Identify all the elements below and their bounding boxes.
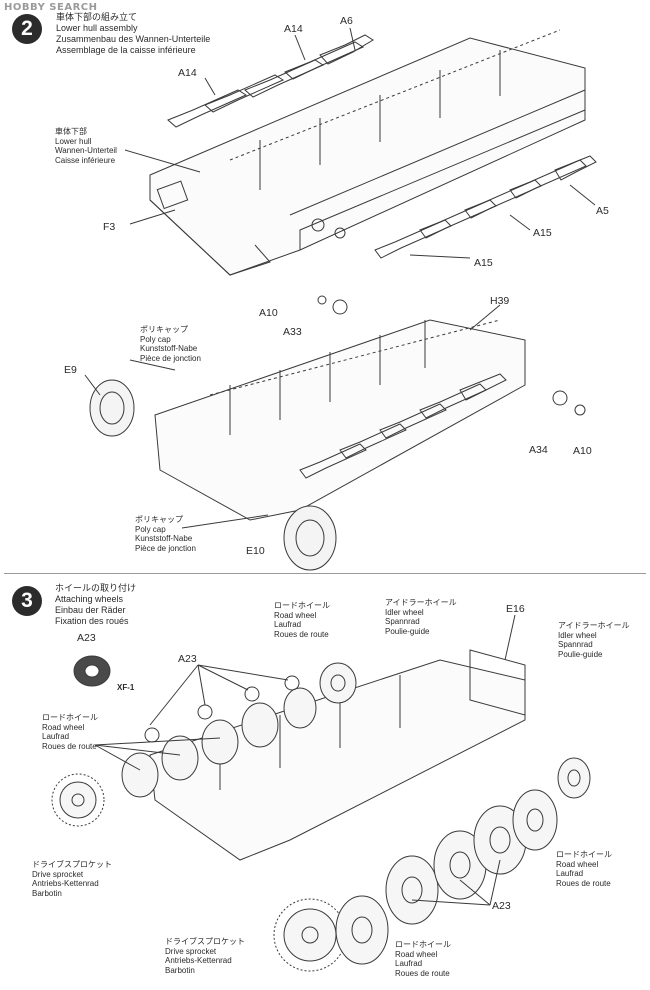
callout-road-wheel-top-en: Road wheel — [274, 610, 317, 620]
part-label-a10-right: A10 — [573, 445, 592, 457]
callout-road-wheel-right-en: Road wheel — [556, 859, 599, 869]
callout-drive-sprocket-bottom-de: Antriebs-Kettenrad — [165, 956, 232, 965]
part-label-a10-top: A10 — [259, 307, 278, 319]
lower-hull-lower-drawing — [84, 295, 586, 571]
part-label-a23-detail: A23 — [77, 632, 96, 644]
part-label-a23-top: A23 — [178, 653, 197, 665]
callout-road-wheel-right-jp: ロードホイール — [556, 850, 612, 859]
callout-poly-cap-top-en: Poly cap — [140, 334, 171, 344]
callout-idler-wheel-right-jp: アイドラーホイール — [558, 621, 630, 630]
paint-code-xf1: XF-1 — [117, 683, 135, 692]
callout-road-wheel-bottom: ロードホイール Road wheel Laufrad Roues de rout… — [395, 940, 451, 978]
part-label-a15-bottom: A15 — [474, 257, 493, 269]
callout-road-wheel-top: ロードホイール Road wheel Laufrad Roues de rout… — [274, 601, 330, 639]
callout-poly-cap-bottom-en: Poly cap — [135, 524, 166, 534]
callout-drive-sprocket-bottom-jp: ドライブスプロケット — [165, 937, 245, 946]
callout-road-wheel-left-en: Road wheel — [42, 722, 85, 732]
part-label-a15-right: A15 — [533, 227, 552, 239]
callout-road-wheel-left-de: Laufrad — [42, 732, 70, 741]
callout-poly-cap-bottom: ポリキャップ Poly cap Kunststoff-Nabe Pièce de… — [135, 515, 196, 553]
part-label-a5: A5 — [596, 205, 609, 217]
step-3-number: 3 — [12, 586, 42, 616]
callout-drive-sprocket-left-fr: Barbotin — [32, 888, 62, 898]
part-label-a14-left: A14 — [178, 67, 197, 79]
lower-hull-upper-drawing — [124, 27, 597, 276]
callout-poly-cap-bottom-fr: Pièce de jonction — [135, 543, 196, 553]
callout-lower-hull: 車体下部 Lower hull Wannen-Unterteil Caisse … — [55, 127, 117, 165]
callout-road-wheel-left-fr: Roues de route — [42, 741, 97, 751]
part-label-f3: F3 — [103, 221, 116, 233]
callout-road-wheel-left-jp: ロードホイール — [42, 713, 98, 722]
callout-poly-cap-top: ポリキャップ Poly cap Kunststoff-Nabe Pièce de… — [140, 325, 201, 363]
callout-poly-cap-bottom-jp: ポリキャップ — [135, 515, 183, 524]
step-3-title-fr: Fixation des roués — [55, 616, 129, 626]
callout-idler-wheel-right-de: Spannrad — [558, 640, 593, 649]
step-divider — [4, 573, 646, 574]
part-label-a6: A6 — [340, 15, 353, 27]
step-2-title-jp: 車体下部の組み立て — [56, 12, 138, 22]
part-label-e9: E9 — [64, 364, 77, 376]
part-label-e10: E10 — [246, 545, 265, 557]
step-2-title-fr: Assemblage de la caisse inférieure — [56, 45, 196, 55]
callout-road-wheel-bottom-fr: Roues de route — [395, 968, 450, 978]
part-label-e16: E16 — [506, 603, 525, 615]
wheel-assembly-drawing — [51, 614, 591, 972]
suspension-arm-row-top — [167, 34, 374, 128]
callout-road-wheel-top-jp: ロードホイール — [274, 601, 330, 610]
callout-poly-cap-top-de: Kunststoff-Nabe — [140, 344, 198, 353]
callout-drive-sprocket-bottom: ドライブスプロケット Drive sprocket Antriebs-Kette… — [165, 937, 245, 975]
callout-idler-wheel-right: アイドラーホイール Idler wheel Spannrad Poulie-gu… — [558, 621, 630, 659]
callout-drive-sprocket-bottom-en: Drive sprocket — [165, 946, 217, 956]
part-label-a33: A33 — [283, 326, 302, 338]
callout-lower-hull-fr: Caisse inférieure — [55, 155, 116, 165]
callout-idler-wheel-right-en: Idler wheel — [558, 630, 597, 640]
step-3-title: ホイールの取り付け Attaching wheels Einbau der Rä… — [55, 583, 136, 627]
part-label-h39: H39 — [490, 295, 510, 307]
callout-drive-sprocket-bottom-fr: Barbotin — [165, 965, 195, 975]
callout-lower-hull-jp: 車体下部 — [55, 127, 87, 136]
callout-lower-hull-en: Lower hull — [55, 136, 92, 146]
step-2-number: 2 — [12, 14, 42, 44]
step-3-title-de: Einbau der Räder — [55, 605, 126, 615]
callout-road-wheel-right-fr: Roues de route — [556, 878, 611, 888]
callout-road-wheel-left: ロードホイール Road wheel Laufrad Roues de rout… — [42, 713, 98, 751]
part-label-a23-bottom: A23 — [492, 900, 511, 912]
step-2-title: 車体下部の組み立て Lower hull assembly Zusammenba… — [56, 12, 210, 56]
step-2-title-de: Zusammenbau des Wannen-Unterteile — [56, 34, 211, 44]
callout-poly-cap-top-jp: ポリキャップ — [140, 325, 188, 334]
suspension-arm-row-lower — [299, 373, 507, 479]
step-3-title-jp: ホイールの取り付け — [55, 583, 137, 593]
callout-idler-wheel-top-en: Idler wheel — [385, 607, 424, 617]
callout-idler-wheel-top: アイドラーホイール Idler wheel Spannrad Poulie-gu… — [385, 598, 457, 636]
callout-road-wheel-bottom-jp: ロードホイール — [395, 940, 451, 949]
callout-lower-hull-de: Wannen-Unterteil — [55, 146, 117, 155]
callout-idler-wheel-right-fr: Poulie-guide — [558, 649, 603, 659]
callout-idler-wheel-top-de: Spannrad — [385, 617, 420, 626]
callout-road-wheel-right-de: Laufrad — [556, 869, 584, 878]
callout-drive-sprocket-left: ドライブスプロケット Drive sprocket Antriebs-Kette… — [32, 860, 112, 898]
step-3-title-en: Attaching wheels — [55, 594, 124, 604]
callout-road-wheel-top-de: Laufrad — [274, 620, 302, 629]
callout-road-wheel-bottom-en: Road wheel — [395, 949, 438, 959]
callout-idler-wheel-top-jp: アイドラーホイール — [385, 598, 457, 607]
callout-road-wheel-bottom-de: Laufrad — [395, 959, 423, 968]
callout-road-wheel-top-fr: Roues de route — [274, 629, 329, 639]
step-2-title-en: Lower hull assembly — [56, 23, 138, 33]
callout-road-wheel-right: ロードホイール Road wheel Laufrad Roues de rout… — [556, 850, 612, 888]
part-label-a14-top: A14 — [284, 23, 303, 35]
callout-drive-sprocket-left-en: Drive sprocket — [32, 869, 84, 879]
callout-poly-cap-bottom-de: Kunststoff-Nabe — [135, 534, 193, 543]
callout-poly-cap-top-fr: Pièce de jonction — [140, 353, 201, 363]
part-label-a34: A34 — [529, 444, 548, 456]
watermark-text: HOBBY SEARCH — [4, 2, 98, 13]
callout-drive-sprocket-left-jp: ドライブスプロケット — [32, 860, 112, 869]
callout-drive-sprocket-left-de: Antriebs-Kettenrad — [32, 879, 99, 888]
callout-idler-wheel-top-fr: Poulie-guide — [385, 626, 430, 636]
suspension-arm-row-bottom — [374, 155, 597, 259]
